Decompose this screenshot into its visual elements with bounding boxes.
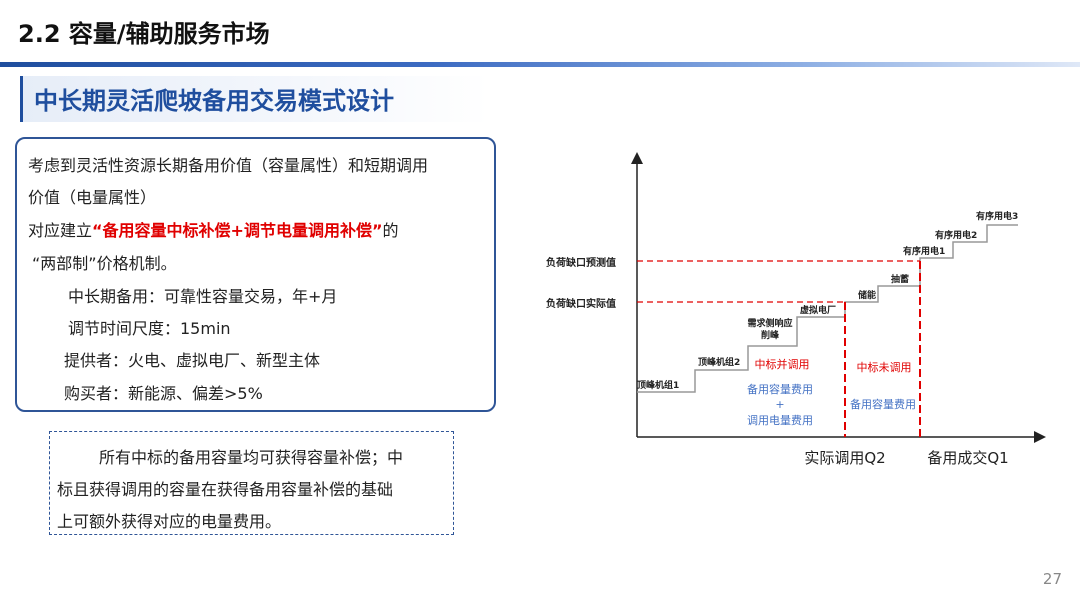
step-label-vpp: 虚拟电厂 (800, 304, 836, 316)
pricing-highlight: “备用容量中标补偿+调节电量调用补偿” (92, 221, 383, 240)
zone-uncalled-fee: 备用容量费用 (850, 397, 916, 411)
info-line-6: 调节时间尺度：15min (68, 319, 231, 338)
info-line-4: “两部制”价格机制。 (32, 254, 177, 273)
step-label-orderly-2: 有序用电2 (935, 229, 977, 241)
note-line-2: 标且获得调用的容量在获得备用容量补偿的基础 (57, 480, 394, 499)
forecast-gap-label: 负荷缺口预测值 (546, 256, 616, 269)
zone-called-fee-energy: 调用电量费用 (747, 414, 813, 427)
bid-step-curve (637, 224, 1018, 393)
info-line-1: 考虑到灵活性资源长期备用价值（容量属性）和短期调用 (28, 156, 429, 175)
info-line-3-prefix: 对应建立 (28, 221, 93, 240)
info-line-5: 中长期备用：可靠性容量交易，年+月 (68, 287, 338, 306)
zone-called-title: 中标并调用 (755, 357, 810, 371)
subtitle-banner (20, 76, 490, 122)
note-line-1: 所有中标的备用容量均可获得容量补偿；中 (99, 448, 404, 467)
step-label-pumped-hydro: 抽蓄 (891, 273, 909, 285)
slide-subtitle: 中长期灵活爬坡备用交易模式设计 (34, 87, 394, 115)
page-number: 27 (1042, 570, 1062, 588)
zone-called-fee-capacity: 备用容量费用 (747, 382, 813, 396)
title-divider (0, 62, 1080, 67)
step-label-orderly-3: 有序用电3 (976, 210, 1018, 222)
info-line-3: 对应建立“备用容量中标补偿+调节电量调用补偿”的 (28, 221, 398, 241)
q2-label: 实际调用Q2 (804, 449, 885, 467)
actual-gap-label: 负荷缺口实际值 (546, 297, 616, 310)
step-label-demand-response: 需求侧响应削峰 (747, 317, 792, 341)
info-line-8: 购买者：新能源、偏差>5% (64, 384, 263, 403)
section-title: 2.2 容量/辅助服务市场 (18, 20, 270, 48)
note-line-3: 上可额外获得对应的电量费用。 (57, 512, 282, 531)
step-label-orderly-1: 有序用电1 (903, 245, 945, 257)
note-box: 所有中标的备用容量均可获得容量补偿；中 标且获得调用的容量在获得备用容量补偿的基… (49, 431, 454, 535)
info-box: 考虑到灵活性资源长期备用价值（容量属性）和短期调用 价值（电量属性） 对应建立“… (15, 137, 496, 412)
step-label-peak-unit-2: 顶峰机组2 (698, 356, 740, 368)
zone-uncalled-title: 中标未调用 (857, 360, 912, 374)
subtitle-accent-bar (20, 76, 23, 122)
step-label-peak-unit-1: 顶峰机组1 (637, 379, 679, 391)
zone-called-plus: + (775, 398, 784, 411)
step-label-storage: 储能 (858, 289, 876, 301)
info-line-2: 价值（电量属性） (28, 188, 157, 207)
info-line-3-suffix: 的 (382, 221, 399, 240)
q1-label: 备用成交Q1 (927, 449, 1008, 467)
info-line-7: 提供者：火电、虚拟电厂、新型主体 (64, 351, 321, 370)
